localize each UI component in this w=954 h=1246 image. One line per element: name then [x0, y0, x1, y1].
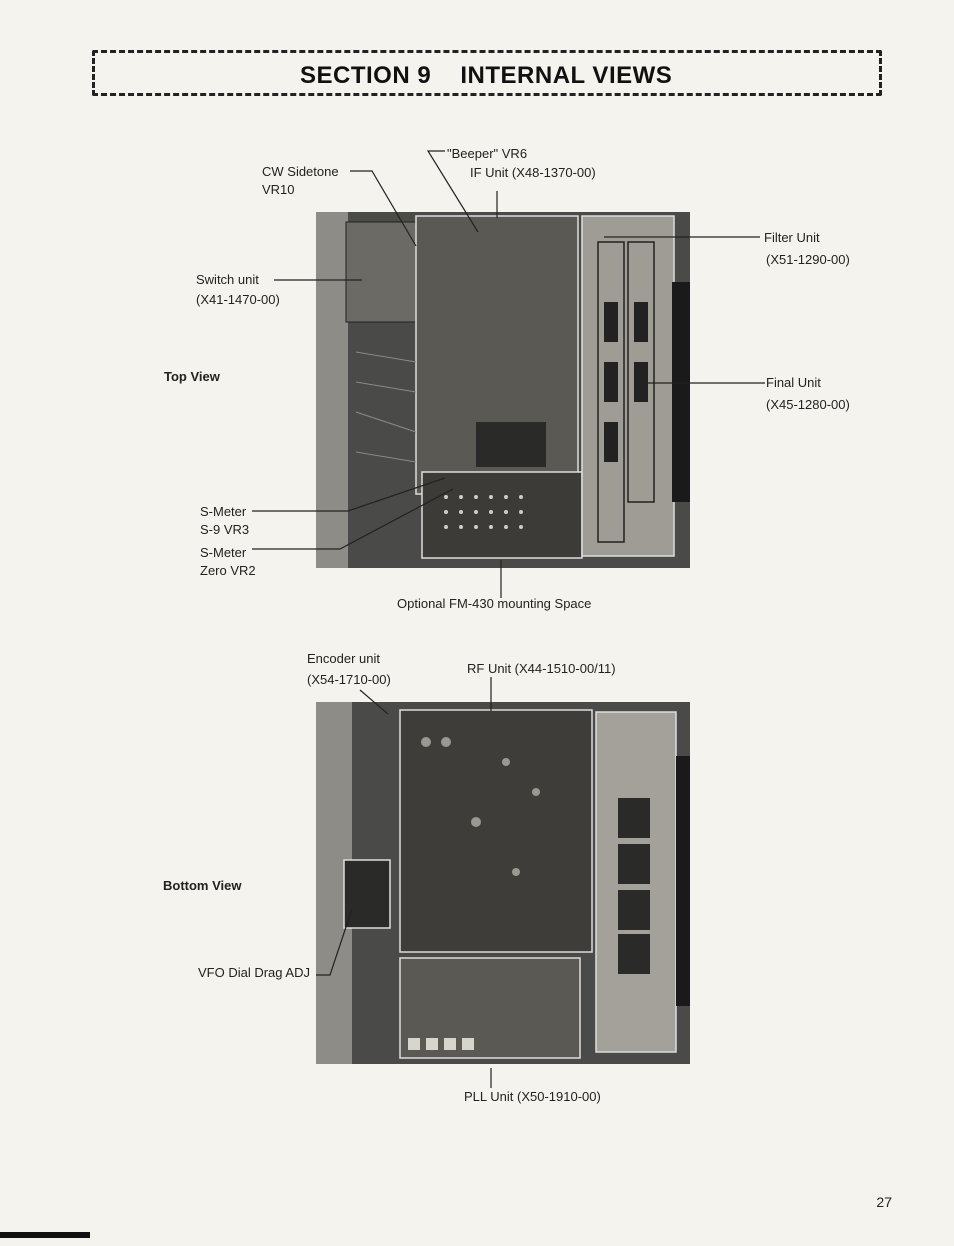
pll-unit-label: PLL Unit (X50-1910-00): [464, 1089, 601, 1104]
page-number: 27: [876, 1194, 892, 1210]
encoder-unit-part-label: (X54-1710-00): [307, 672, 391, 687]
scan-edge: [0, 1232, 90, 1238]
section-header-frame: [92, 50, 882, 96]
s-meter-s9-label: S-Meter: [200, 504, 247, 519]
rf-unit-label: RF Unit (X44-1510-00/11): [467, 661, 616, 676]
bottom-view-photo: [316, 702, 690, 1064]
switch-unit-label: Switch unit: [196, 272, 259, 287]
section-number: SECTION 9: [300, 62, 432, 89]
section-name: INTERNAL VIEWS: [460, 62, 673, 89]
section-title: SECTION 9 INTERNAL VIEWS: [300, 62, 694, 90]
top-view-photo: [316, 212, 690, 568]
final-unit-label: Final Unit: [766, 375, 821, 390]
encoder-unit-label: Encoder unit: [307, 651, 380, 666]
bottom-view-label: Bottom View: [163, 878, 242, 893]
cw-sidetone-vr-label: VR10: [262, 182, 295, 197]
s-meter-zero-label: S-Meter: [200, 545, 247, 560]
top-view-label: Top View: [164, 369, 220, 384]
s-meter-s9-vr-label: S-9 VR3: [200, 522, 250, 537]
fm430-space-label: Optional FM-430 mounting Space: [397, 596, 592, 611]
vfo-drag-label: VFO Dial Drag ADJ: [198, 965, 310, 980]
filter-unit-label: Filter Unit: [764, 230, 820, 245]
switch-unit-part-label: (X41-1470-00): [196, 292, 280, 307]
final-unit-part-label: (X45-1280-00): [766, 397, 850, 412]
beeper-label: "Beeper" VR6: [447, 146, 528, 161]
cw-sidetone-label: CW Sidetone: [262, 164, 339, 179]
s-meter-zero-vr-label: Zero VR2: [200, 563, 256, 578]
if-unit-label: IF Unit (X48-1370-00): [470, 165, 596, 180]
filter-unit-part-label: (X51-1290-00): [766, 252, 850, 267]
